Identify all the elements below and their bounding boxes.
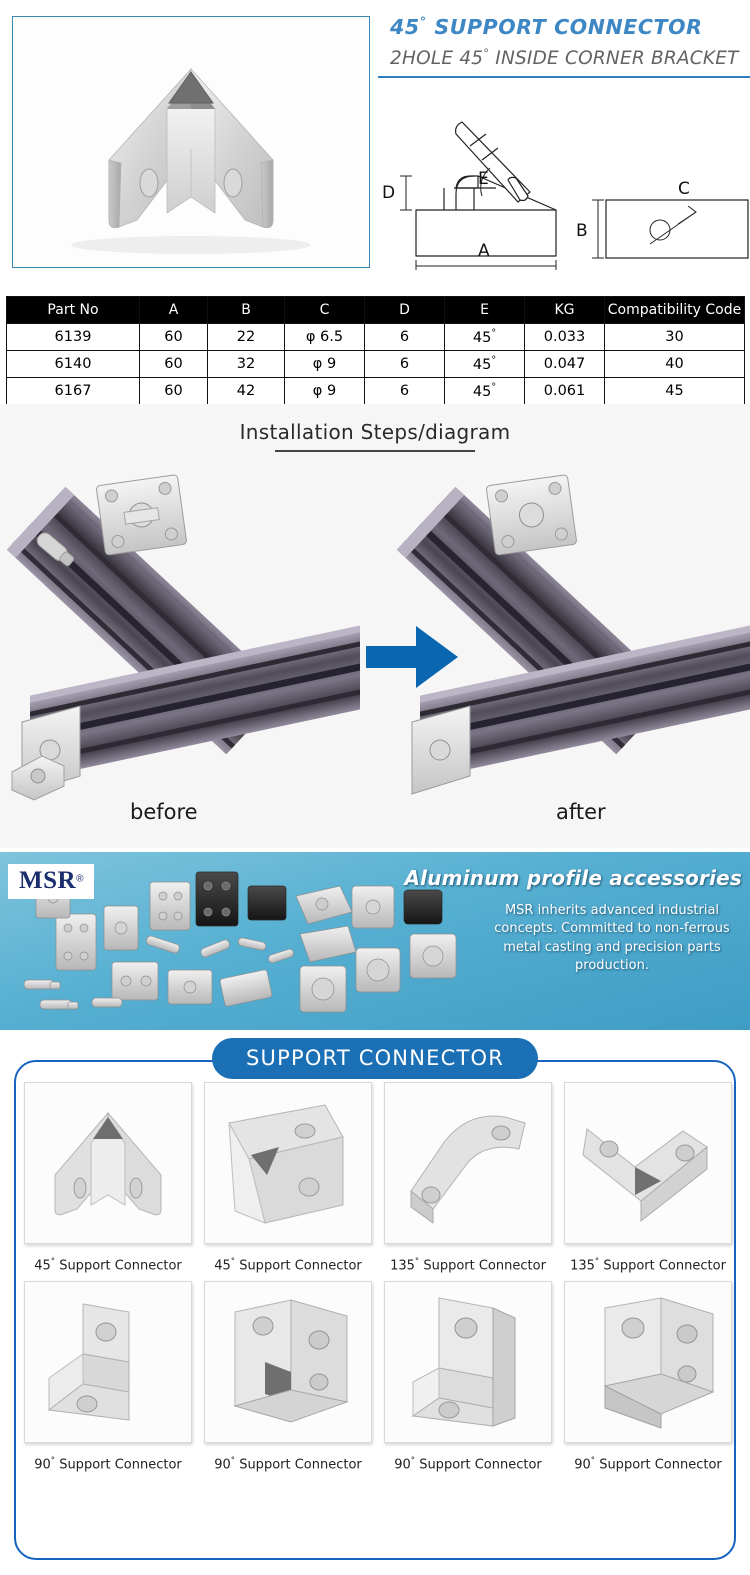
- installation-stage: [0, 452, 750, 804]
- cell-e: 45°: [444, 377, 525, 405]
- col-b: B: [207, 296, 285, 324]
- product-cell[interactable]: 90° Support Connector: [204, 1281, 372, 1473]
- col-part-no: Part No: [6, 296, 140, 324]
- right-arrow-icon: [366, 626, 458, 688]
- product-thumb-135-wide[interactable]: [564, 1082, 732, 1244]
- table-row: 6140 60 32 φ 9 6 45° 0.047 40: [6, 350, 745, 378]
- product-cell[interactable]: 45° Support Connector: [204, 1082, 372, 1273]
- banner-copy: MSR inherits advanced industrial concept…: [494, 903, 730, 974]
- cell-compatibility-code: 45: [604, 377, 745, 405]
- product-cell[interactable]: 135° Support Connector: [384, 1082, 552, 1273]
- technical-drawing: D E A B C: [378, 84, 750, 274]
- cell-kg: 0.033: [524, 323, 605, 351]
- msr-logo-text: MSR: [19, 867, 77, 894]
- table-row: 6139 60 22 φ 6.5 6 45° 0.033 30: [6, 323, 745, 351]
- product-cell[interactable]: 45° Support Connector: [24, 1082, 192, 1273]
- product-thumb-45-angled[interactable]: [204, 1082, 372, 1244]
- installation-after-image: [390, 452, 750, 804]
- hero-section: 45° SUPPORT CONNECTOR 2HOLE 45° INSIDE C…: [0, 0, 750, 285]
- col-a: A: [139, 296, 208, 324]
- product-caption: 90° Support Connector: [214, 1456, 362, 1473]
- col-e: E: [444, 296, 525, 324]
- product-thumb-90-double[interactable]: [204, 1281, 372, 1444]
- dim-label-d: D: [382, 183, 395, 203]
- table-row: 6167 60 42 φ 9 6 45° 0.061 45: [6, 377, 745, 405]
- product-cell[interactable]: 90° Support Connector: [384, 1281, 552, 1473]
- cell-compatibility-code: 30: [604, 323, 745, 351]
- product-cell[interactable]: 135° Support Connector: [564, 1082, 732, 1273]
- product-thumb-135-flat[interactable]: [384, 1082, 552, 1244]
- product-thumb-90-wide[interactable]: [564, 1281, 732, 1444]
- brand-banner: MSR® Aluminum profile accessories MSR in…: [0, 852, 750, 1030]
- registered-mark-icon: ®: [76, 873, 84, 885]
- page-subtitle: 2HOLE 45° INSIDE CORNER BRACKET: [390, 45, 739, 69]
- cell-d: 6: [364, 323, 445, 351]
- cell-b: 42: [207, 377, 285, 405]
- product-caption: 90° Support Connector: [394, 1456, 542, 1473]
- col-compatibility-code: Compatibility Code: [604, 296, 745, 324]
- page-title: 45° SUPPORT CONNECTOR: [390, 14, 703, 39]
- product-caption: 90° Support Connector: [574, 1456, 722, 1473]
- cell-a: 60: [139, 377, 208, 405]
- cell-d: 6: [364, 350, 445, 378]
- cell-c: φ 6.5: [284, 323, 365, 351]
- banner-headline: Aluminum profile accessories: [404, 866, 742, 890]
- cell-compatibility-code: 40: [604, 350, 745, 378]
- cell-a: 60: [139, 323, 208, 351]
- col-kg: KG: [524, 296, 605, 324]
- label-before: before: [130, 800, 198, 824]
- installation-title: Installation Steps/diagram: [239, 420, 511, 444]
- product-thumb-45-v[interactable]: [24, 1082, 192, 1244]
- label-after: after: [556, 800, 606, 824]
- cell-a: 60: [139, 350, 208, 378]
- cell-c: φ 9: [284, 377, 365, 405]
- product-thumb-90-small[interactable]: [24, 1281, 192, 1444]
- installation-section: Installation Steps/diagram: [0, 404, 750, 848]
- cell-part-no: 6167: [6, 377, 140, 405]
- dim-label-c: C: [678, 179, 690, 199]
- product-photo: [13, 17, 369, 266]
- cell-part-no: 6139: [6, 323, 140, 351]
- col-d: D: [364, 296, 445, 324]
- cell-d: 6: [364, 377, 445, 405]
- product-grid-row: 45° Support Connector 45° Support Connec…: [24, 1082, 732, 1273]
- product-cell[interactable]: 90° Support Connector: [24, 1281, 192, 1473]
- dim-label-a: A: [478, 241, 490, 261]
- col-c: C: [284, 296, 365, 324]
- catalog-title-pill: SUPPORT CONNECTOR: [211, 1038, 539, 1079]
- product-photo-box: [12, 16, 370, 268]
- product-grid: 45° Support Connector 45° Support Connec…: [24, 1082, 732, 1481]
- dim-label-e: E: [478, 169, 489, 189]
- product-caption: 135° Support Connector: [570, 1257, 726, 1274]
- step-arrow: [358, 612, 468, 702]
- installation-before-image: [0, 452, 360, 804]
- dim-label-b: B: [576, 221, 588, 241]
- cell-part-no: 6140: [6, 350, 140, 378]
- cell-kg: 0.061: [524, 377, 605, 405]
- table-header-row: Part No A B C D E KG Compatibility Code: [6, 296, 745, 324]
- cell-b: 32: [207, 350, 285, 378]
- spec-table-wrapper: Part No A B C D E KG Compatibility Code …: [6, 296, 745, 405]
- product-grid-row: 90° Support Connector 90° Support Connec…: [24, 1281, 732, 1473]
- cell-kg: 0.047: [524, 350, 605, 378]
- title-block: 45° SUPPORT CONNECTOR 2HOLE 45° INSIDE C…: [390, 14, 750, 69]
- title-divider: [378, 76, 750, 78]
- msr-logo: MSR®: [8, 864, 95, 899]
- installation-title-underline: [275, 450, 475, 452]
- product-caption: 135° Support Connector: [390, 1257, 546, 1274]
- cell-e: 45°: [444, 350, 525, 378]
- cell-b: 22: [207, 323, 285, 351]
- cell-c: φ 9: [284, 350, 365, 378]
- spec-table: Part No A B C D E KG Compatibility Code …: [6, 296, 745, 405]
- product-caption: 90° Support Connector: [34, 1456, 182, 1473]
- product-caption: 45° Support Connector: [214, 1257, 362, 1274]
- cell-e: 45°: [444, 323, 525, 351]
- product-cell[interactable]: 90° Support Connector: [564, 1281, 732, 1473]
- product-thumb-90-tall[interactable]: [384, 1281, 552, 1444]
- product-caption: 45° Support Connector: [34, 1257, 182, 1274]
